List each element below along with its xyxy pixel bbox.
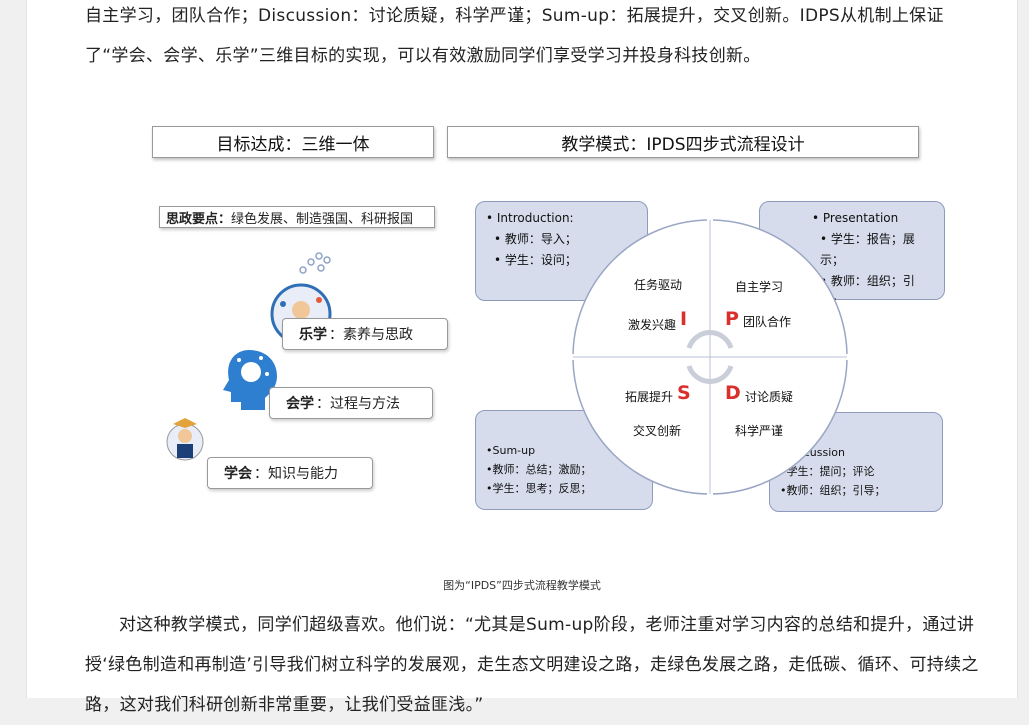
level-learned: 学会 ：知识与能力: [207, 457, 373, 489]
level-label: 学会: [224, 466, 252, 482]
quadrant-s-line1: 拓展提升: [625, 390, 674, 404]
ipds-cycle-circle: [571, 218, 849, 496]
panel-title: • Introduction:: [486, 211, 574, 225]
level-label: 会学: [286, 396, 314, 412]
panel-title: • Presentation: [812, 211, 899, 225]
quadrant-d-letter: D: [725, 382, 741, 404]
quadrant-i-line1: 任务驱动: [634, 278, 683, 292]
article-page: 自主学习，团队合作；Discussion：讨论质疑，科学严谨；Sum-up：拓展…: [26, 0, 1018, 715]
panel-line: • 学生：设问；: [494, 253, 577, 267]
ideology-text: 绿色发展、制造强国、科研报国: [231, 211, 414, 227]
quadrant-p-line2: 团队合作: [743, 315, 792, 329]
quadrant-p-letter: P: [725, 308, 739, 330]
ideology-label: 思政要点：: [166, 211, 232, 227]
level-text: ：过程与方法: [316, 396, 400, 412]
panel-line: • 教师：导入；: [494, 232, 577, 246]
ipds-figure: 目标达成：三维一体 教学模式：IPDS四步式流程设计 思政要点： 绿色发展、制造…: [139, 120, 945, 520]
panel-title: •Sum-up: [486, 444, 536, 457]
quadrant-p-line1: 自主学习: [735, 280, 784, 294]
level-enjoy-learning: 乐学 ：素养与思政: [282, 318, 448, 350]
quadrant-i-letter: I: [680, 308, 688, 330]
learner-head-icon: [166, 418, 204, 461]
brain-head-icon: [223, 350, 277, 410]
left-header: 目标达成：三维一体: [152, 126, 434, 158]
level-know-how: 会学 ：过程与方法: [269, 387, 433, 419]
panel-line: • 学生：报告；展示；: [820, 232, 915, 267]
quadrant-s-line2: 交叉创新: [633, 424, 682, 438]
quadrant-s-letter: S: [677, 382, 691, 404]
figure-caption: 图为“IPDS”四步式流程教学模式: [443, 579, 601, 592]
ideology-box: 思政要点： 绿色发展、制造强国、科研报国: [159, 206, 435, 228]
quadrant-d-line1: 讨论质疑: [745, 390, 794, 404]
thinking-dots-icon: [299, 252, 331, 274]
level-label: 乐学: [299, 327, 327, 343]
level-text: ：知识与能力: [254, 466, 338, 482]
intro-paragraph: 自主学习，团队合作；Discussion：讨论质疑，科学严谨；Sum-up：拓展…: [85, 6, 944, 66]
panel-line: •教师：总结；激励；: [486, 463, 592, 476]
panel-line: •学生：思考；反思；: [486, 482, 592, 495]
quadrant-i-line2: 激发兴趣: [628, 318, 677, 332]
panel-line: •教师：组织；引导；: [780, 484, 886, 497]
quadrant-d-line2: 科学严谨: [735, 424, 784, 438]
body-paragraph: 对这种教学模式，同学们超级喜欢。他们说：“尤其是Sum-up阶段，老师注重对学习…: [85, 615, 979, 715]
panel-line: •学生：提问；评论: [780, 465, 875, 478]
right-header: 教学模式：IPDS四步式流程设计: [447, 126, 919, 158]
level-text: ：素养与思政: [329, 327, 413, 343]
